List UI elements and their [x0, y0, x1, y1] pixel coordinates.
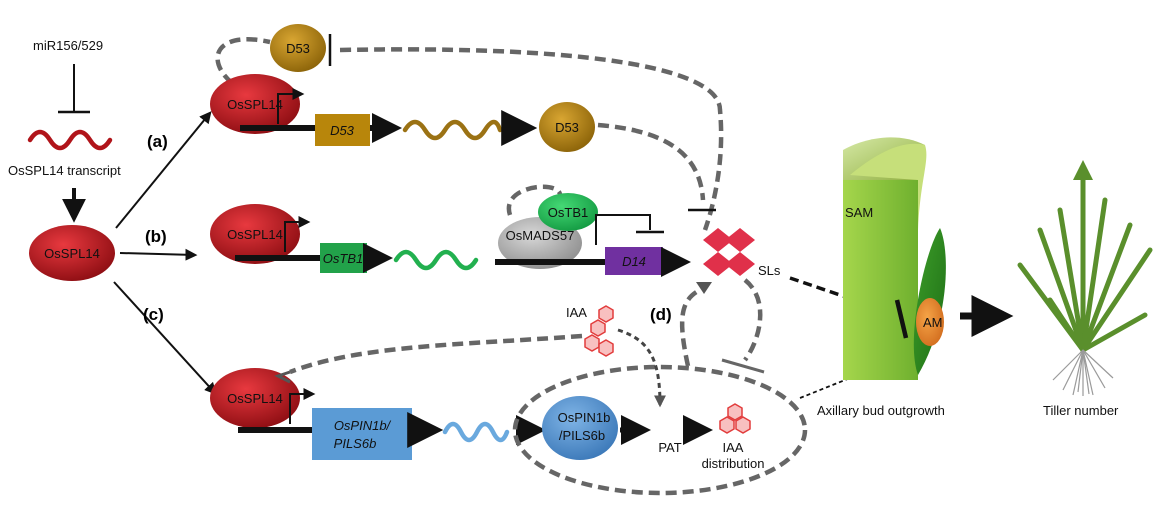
pin-gene-label-line1: OsPIN1b/ [334, 418, 392, 433]
spl14-c-protein [210, 368, 300, 428]
ostb1-mrna-wave-icon [393, 249, 479, 271]
am-inhibition-bar [894, 299, 909, 339]
rice-plant-icon [1017, 160, 1153, 353]
ostb1-protein-label: OsTB1 [548, 205, 588, 220]
sls-pat-inhibition-bar [721, 358, 765, 374]
d53-mrna-wave-icon [402, 119, 503, 141]
d53-top-protein [270, 24, 326, 72]
am-label: AM [923, 315, 943, 330]
d53-feedback-dashed-line [215, 37, 271, 85]
spl14-b-label: OsSPL14 [227, 227, 283, 242]
pin-mrna-wave-icon [442, 421, 510, 443]
d53-protein-to-sls-dashed-line [597, 122, 706, 201]
iaa-dist-label-line2: distribution [702, 456, 765, 471]
ostb1-tss-arrow [284, 216, 311, 252]
branch-arrow-c [113, 281, 217, 395]
branch-arrow-a [115, 111, 212, 229]
auxin-transport-region [512, 364, 808, 496]
ostb1-feedback-dashed-line [506, 184, 563, 216]
transcript-label: OsSPL14 transcript [8, 163, 121, 178]
mirna-label: miR156/529 [33, 38, 103, 53]
path-b-label: (b) [145, 227, 167, 246]
spl14-center-protein [29, 225, 115, 281]
stem-block [843, 180, 918, 380]
osmads57-label: OsMADS57 [506, 228, 575, 243]
iaa-top-label: IAA [566, 305, 587, 320]
spl14-c-label: OsSPL14 [227, 391, 283, 406]
d53-gene-box [315, 114, 370, 146]
spl14-b-protein [210, 204, 300, 264]
pin-tss-arrow [289, 388, 316, 424]
d53-tss-arrow [277, 88, 305, 124]
pin-protein-label-line2: /PILS6b [559, 428, 605, 443]
pat-label: PAT [658, 440, 681, 455]
d14-gene-label: D14 [622, 254, 646, 269]
d53-top-label: D53 [286, 41, 310, 56]
iaa-dist-label-line1: IAA [723, 440, 744, 455]
root-icon [1052, 349, 1114, 396]
pin-protein-label-line1: OsPIN1b [558, 410, 611, 425]
branch-arrow-b [119, 248, 198, 261]
sls-to-pat-dashed-line [743, 278, 763, 362]
ostb1-protein [538, 193, 598, 231]
ostb1-gene-label: OsTB1 [323, 251, 363, 266]
path-c-label: (c) [143, 305, 164, 324]
iaa-molecule-icon [584, 305, 614, 357]
spl14-center-label: OsSPL14 [44, 246, 100, 261]
pat-to-sls-arrowhead [696, 282, 712, 294]
ostb1-gene-box [320, 243, 367, 273]
pat-to-sls-dashed-line [679, 287, 702, 367]
sls-molecule-icon [703, 228, 755, 276]
iaa-to-spl14-arrowhead [274, 370, 291, 384]
ostb1-inhibition-line [595, 214, 651, 245]
spl14-a-label: OsSPL14 [227, 97, 283, 112]
mirna-inhibition-icon [58, 64, 90, 114]
sls-label: SLs [758, 263, 781, 278]
tiller-caption: Tiller number [1043, 403, 1119, 418]
d14-gene-box [605, 247, 663, 275]
spl14-transcript-wave-icon [27, 129, 113, 151]
d53-to-sls-dashed-line [339, 47, 724, 231]
pin-protein [542, 396, 618, 460]
path-a-label: (a) [147, 132, 168, 151]
pin-gene-label-line2: PILS6b [334, 436, 377, 451]
d53-protein [539, 102, 595, 152]
am-meristem [916, 298, 944, 346]
iaa-to-pat-dashed-arrow [617, 328, 666, 408]
path-d-label: (d) [650, 305, 672, 324]
iaa-to-spl14-dashed-line [289, 333, 583, 375]
sam-label: SAM [845, 205, 873, 220]
d53-protein-label: D53 [555, 120, 579, 135]
sam-leaf-front [850, 143, 927, 230]
iaa-distribution-icon [719, 403, 751, 434]
d53-gene-label: D53 [330, 123, 355, 138]
bud-caption: Axillary bud outgrowth [817, 403, 945, 418]
pin-gene-box [312, 408, 412, 460]
